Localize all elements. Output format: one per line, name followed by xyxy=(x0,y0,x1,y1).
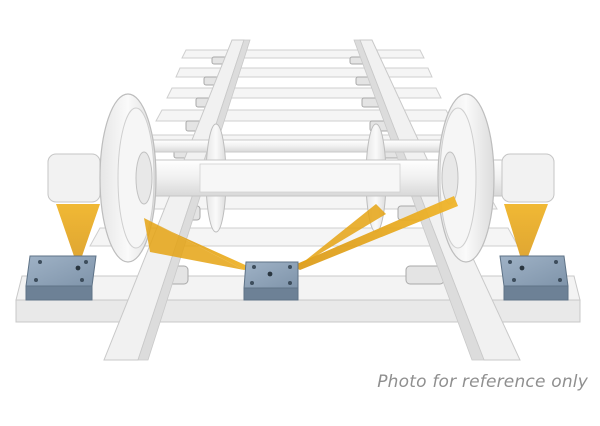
sensor-pad-right xyxy=(499,255,569,301)
beam-left xyxy=(56,204,100,262)
axle-box-right xyxy=(501,153,555,203)
reference-caption: Photo for reference only xyxy=(377,372,588,392)
axle-icon xyxy=(47,153,555,203)
beam-center-left xyxy=(144,218,252,270)
beam-center-right xyxy=(292,196,458,270)
sensor-pad-center xyxy=(243,261,299,301)
axle-box-left xyxy=(47,153,101,203)
beam-right xyxy=(504,204,548,262)
wheelset-front xyxy=(99,93,495,263)
sensor-pad-left xyxy=(25,255,97,301)
light-beam-icon xyxy=(56,196,548,270)
